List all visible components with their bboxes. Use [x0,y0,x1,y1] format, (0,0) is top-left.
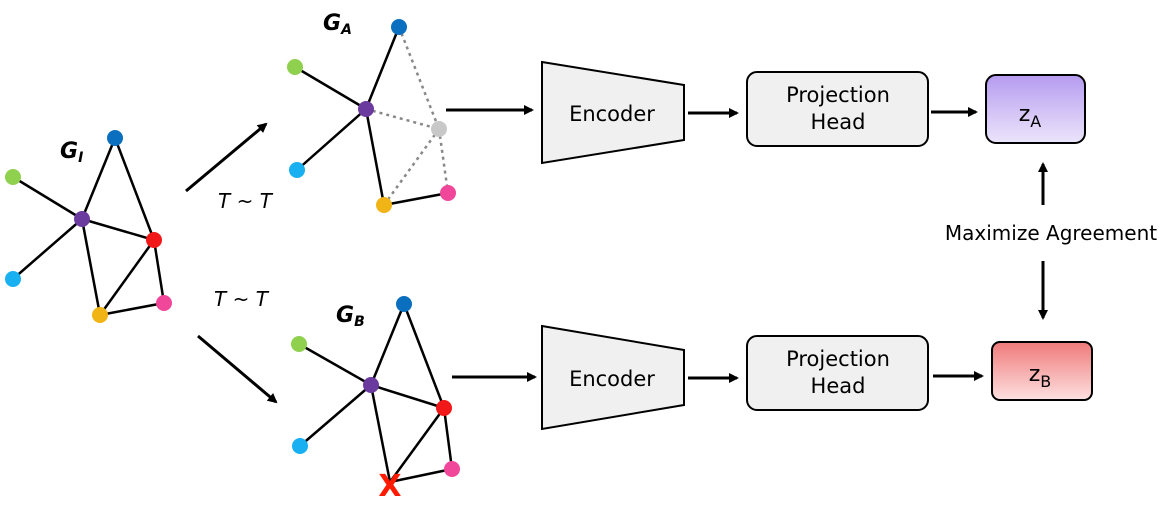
input-graph-label: GI [60,139,83,166]
za-label: zA [1019,102,1042,131]
projection-head-b-box [746,335,929,411]
pipeline-b: Encoder Projection Head zB [452,324,1093,431]
projection-head-a-line2: Head [811,110,866,134]
input-node-red [146,232,162,248]
input-graph: GI [5,130,172,323]
dropped-node-mark: X [378,469,401,504]
view-b-graph: GB X [291,296,460,504]
agreement: Maximize Agreement [945,162,1157,320]
zb-label: zB [1029,362,1052,391]
view-a-node-purple [358,101,374,117]
input-node-yellow [92,307,108,323]
projection-head-a-line1: Projection [786,83,890,107]
encoder-a-shape [541,60,685,165]
view-a-node-green [287,59,303,75]
view-b-graph-label: GB [336,303,365,330]
view-a-dotted-edges [365,26,450,206]
view-a-node-pink [440,185,456,201]
view-b-node-green [291,336,307,352]
view-b-node-blue [396,296,412,312]
view-a-node-cyan [289,162,305,178]
za-box [985,74,1086,144]
pipeline-a: Encoder Projection Head zA [446,60,1086,165]
view-a-graph-label: GA [323,11,352,38]
view-b-node-pink [444,461,460,477]
input-node-green [5,169,21,185]
view-a-node-yellow [376,197,392,213]
objective-label: Maximize Agreement [945,221,1157,245]
view-a-node-gray [431,121,447,137]
encoder-b-label: Encoder [569,367,655,391]
projection-head-b-line2: Head [811,374,866,398]
view-b-edges [298,303,454,484]
input-node-blue [107,130,123,146]
input-node-cyan [5,271,21,287]
augment-arrow-up [185,122,268,193]
view-b-node-cyan [292,438,308,454]
projection-head-a-box [746,71,929,147]
projection-head-b-line1: Projection [786,347,890,371]
augment-arrow-down [197,334,278,404]
view-a-node-blue [391,19,407,35]
augmentation-label-bottom: T ~ T [214,287,270,311]
view-a-solid-edges [294,26,449,207]
view-b-node-purple [363,377,379,393]
view-a-graph: GA [287,11,456,213]
input-graph-edges [12,137,166,317]
zb-box [991,341,1093,401]
input-node-purple [74,211,90,227]
encoder-b-shape [541,324,685,431]
view-b-node-red [436,400,452,416]
encoder-a-label: Encoder [569,102,655,126]
augmentation-label-top: T ~ T [218,189,274,213]
augmentation-arrows: T ~ T T ~ T [185,122,278,404]
input-node-pink [156,295,172,311]
